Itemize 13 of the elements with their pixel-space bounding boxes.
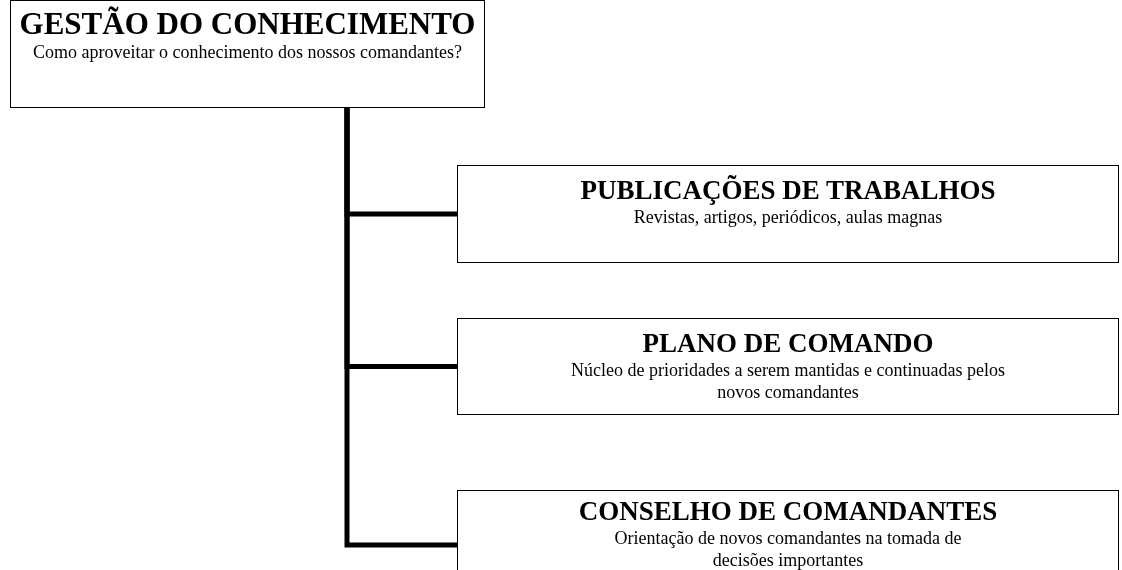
box-heading: PLANO DE COMANDO xyxy=(642,329,934,359)
box-description: Núcleo de prioridades a serem mantidas e continuadas pelos novos comandantes xyxy=(570,358,1006,404)
text-box xyxy=(457,318,1119,415)
box-heading: CONSELHO DE COMANDANTES xyxy=(578,497,998,527)
connector-line xyxy=(344,108,457,548)
box-heading: GESTÃO DO CONHECIMENTO xyxy=(19,7,476,42)
box-description: Orientação de novos comandantes na tomada de decisões importantes xyxy=(613,526,963,570)
text-box xyxy=(457,490,1119,570)
text-box xyxy=(10,0,485,108)
box-description: Revistas, artigos, periódicos, aulas magnas xyxy=(633,205,943,229)
text-box xyxy=(457,165,1119,263)
box-heading: PUBLICAÇÕES DE TRABALHOS xyxy=(580,176,996,206)
box-description: Como aproveitar o conhecimento dos nossos comandantes? xyxy=(33,41,462,64)
